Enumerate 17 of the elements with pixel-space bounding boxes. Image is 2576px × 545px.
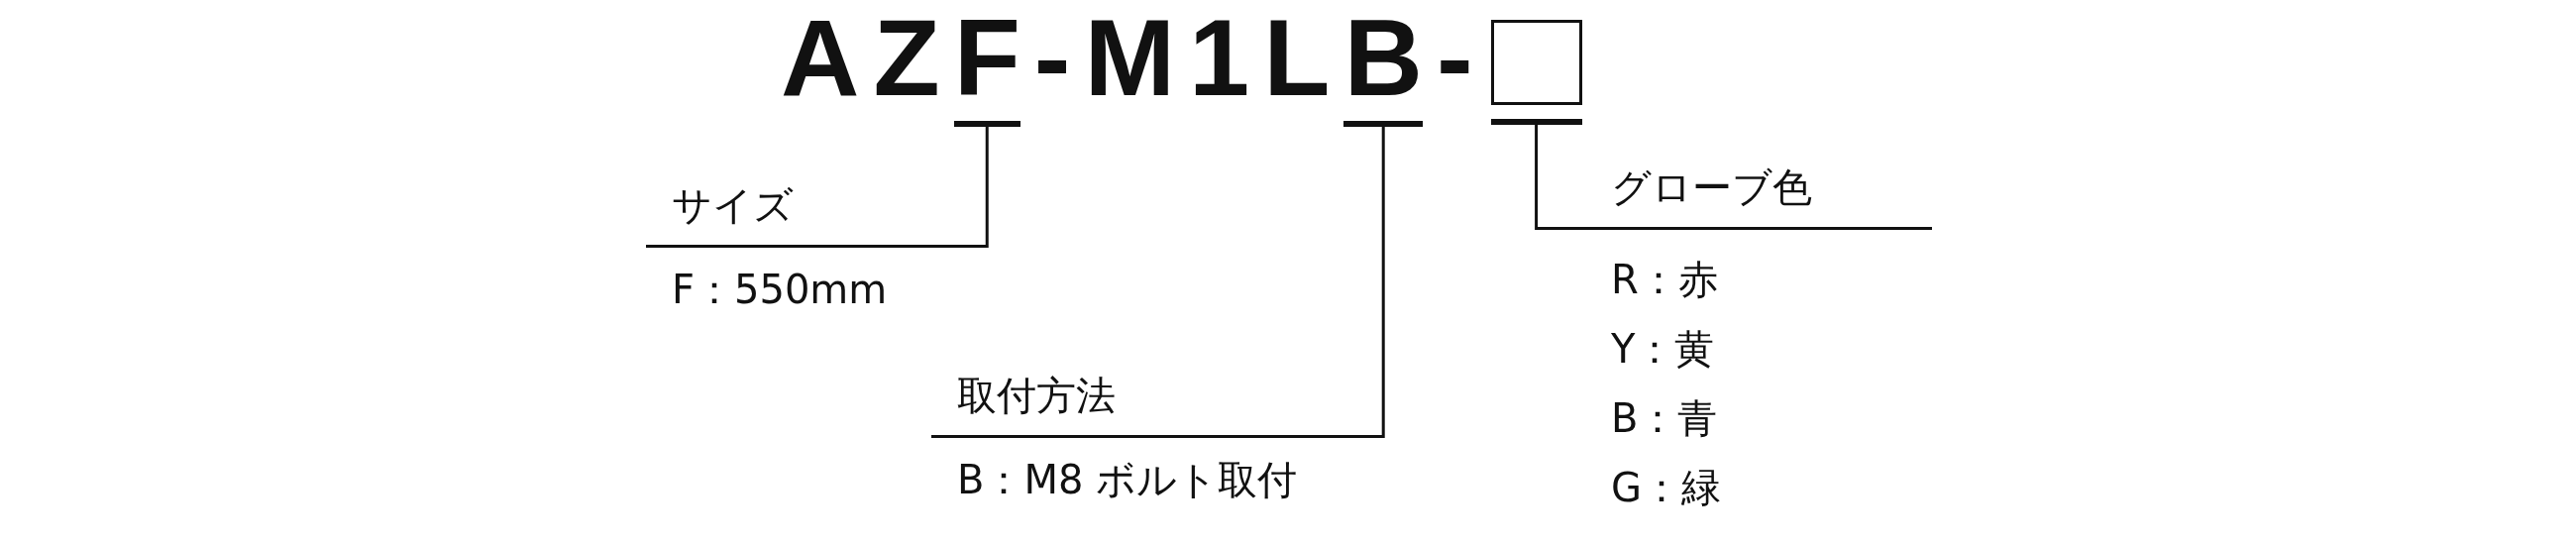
option-text: B：青 [1610, 394, 1719, 442]
leader-line [1535, 125, 1585, 230]
heading-text: サイズ [646, 178, 963, 248]
heading-text: グローブ色 [1585, 161, 1932, 230]
code-letter: F [953, 8, 1020, 127]
code-text: AZ [781, 8, 954, 107]
option-text: Y：黄 [1610, 325, 1716, 373]
code-text: - [1436, 8, 1487, 107]
leader-line [1367, 127, 1385, 438]
option-text: G：緑 [1610, 464, 1722, 511]
option-text: R：赤 [1610, 256, 1719, 303]
option-text: F：550mm [671, 266, 889, 313]
heading-text: 取付方法 [931, 369, 1367, 438]
option-text: B：M8 ボルト取付 [956, 456, 1299, 503]
code-text: -M1L [1033, 8, 1344, 107]
leader-line [963, 127, 989, 248]
code-letter: B [1343, 8, 1423, 127]
